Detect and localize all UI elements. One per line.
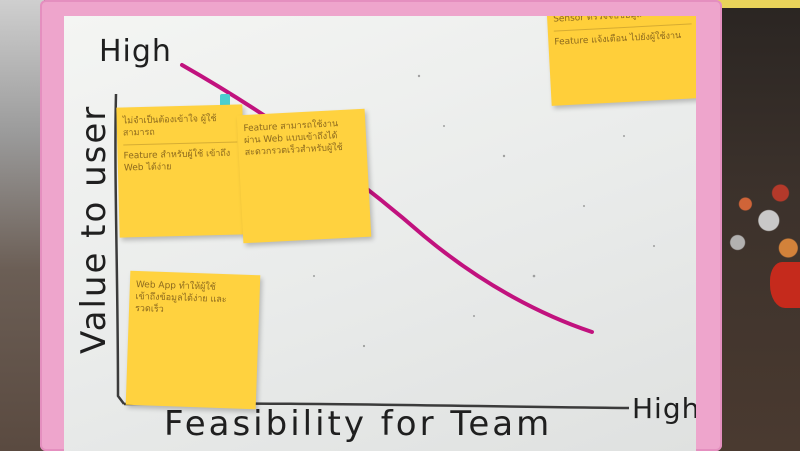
note-divider [123,141,238,146]
note-text: Feature แจ้งเตือน ไปยังผู้ใช้งาน [554,30,682,48]
sticky-note: Feature สามารถใช้งาน ผ่าน Web แบบเข้าถึง… [236,108,372,244]
note-text: ผ่าน Web แบบเข้าถึงได้ สะดวกรวดเร็วสำหรั… [243,131,344,159]
note-text: ไม่จำเป็นต้องเข้าใจ ผู้ใช้สามารถ [122,114,217,139]
cable-bundle [722,160,800,270]
y-axis [114,93,125,405]
trend-line [180,63,594,334]
sticky-note: Web App ทำให้ผู้ใช้ เข้าถึงข้อมูลได้ง่าย… [125,270,261,410]
y-axis-label: Value to user [74,104,114,354]
red-object [770,262,800,308]
yellow-strip [712,0,800,8]
x-axis-label: Feasibility for Team [164,404,553,444]
cyan-marker-mark [220,94,230,108]
note-text: Feature สำหรับผู้ใช้ เข้าถึง Web ได้ง่าย [123,148,231,174]
note-text: เข้าถึงข้อมูลได้ง่าย และรวดเร็ว [134,291,227,315]
board-specks [313,74,655,348]
whiteboard: High High Value to user Feasibility for … [64,16,696,451]
y-axis-high-label: High [99,34,172,69]
background-left [0,0,44,451]
sticky-note: ไม่จำเป็นต้องเข้าใจ ผู้ใช้สามารถ Feature… [116,104,246,238]
x-axis-high-label: High [632,392,696,425]
sticky-note: Sensor ตรวจจับข้อมูล Feature แจ้งเตือน ไ… [546,16,696,106]
